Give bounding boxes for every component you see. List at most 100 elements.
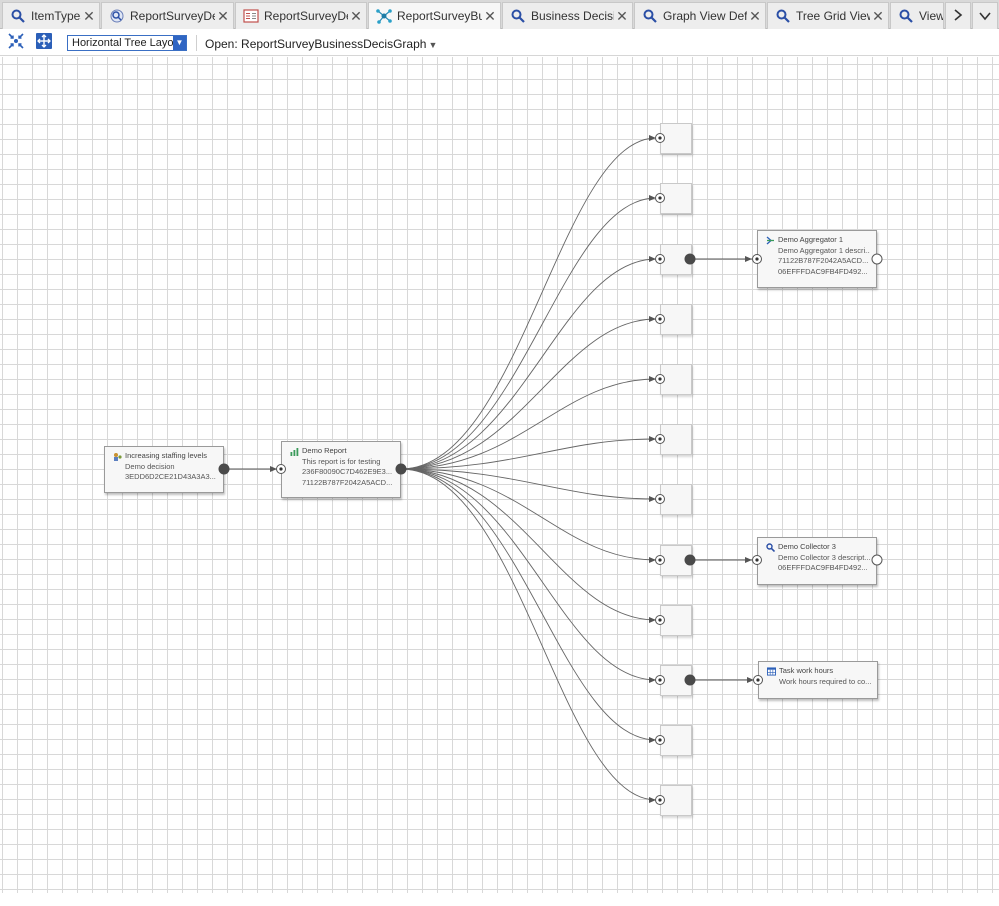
node-aggregator[interactable]: Demo Aggregator 1 Demo Aggregator 1 desc…: [757, 230, 877, 288]
close-icon[interactable]: ✕: [83, 7, 95, 24]
node-title: Demo Report: [302, 446, 347, 455]
node-title: Demo Aggregator 1: [778, 235, 844, 244]
node-id: 3EDD6D2CE21D43A3A3...: [125, 472, 216, 481]
tab-label: ReportSurveyDe...: [130, 9, 215, 23]
leaf-node[interactable]: [660, 725, 692, 756]
tab-business-decisions[interactable]: Business Decisi... ✕: [502, 2, 633, 29]
node-title-row: Demo Collector 3: [766, 542, 870, 553]
node-title-row: Increasing staffing levels: [113, 451, 217, 462]
tab-reportsurvey-graph[interactable]: ReportSurveyBu... ✕: [368, 2, 501, 29]
edge-report-leaf-1: [400, 135, 657, 470]
graph-canvas[interactable]: Increasing staffing levels Demo decision…: [0, 57, 999, 893]
close-icon[interactable]: ✕: [217, 7, 229, 24]
node-id: 06EFFFDAC9FB4FD492...: [778, 563, 868, 572]
edge-report-leaf-7: [400, 468, 657, 502]
edge-report-leaf-9: [400, 468, 657, 623]
report-chart-icon: [290, 447, 299, 456]
leaf-node[interactable]: [660, 484, 692, 515]
tab-bar: ItemTypes ✕ ReportSurveyDe... ✕ ReportSu…: [0, 0, 999, 29]
fit-to-screen-button[interactable]: [34, 32, 54, 55]
node-id-2: 06EFFFDAC9FB4FD492...: [778, 266, 868, 276]
node-description: Work hours required to co...: [779, 676, 871, 686]
output-port[interactable]: [684, 554, 696, 566]
tab-reportsurvey-2[interactable]: ReportSurveyDe... ✕: [235, 2, 367, 29]
decision-icon: [113, 452, 122, 461]
node-title-row: Task work hours: [767, 666, 871, 677]
dropdown-arrow-icon[interactable]: ▼: [173, 36, 186, 50]
graph-icon: [375, 7, 393, 25]
node-title-row: Demo Aggregator 1: [766, 235, 870, 246]
search-icon: [766, 543, 775, 552]
aggregator-icon: [766, 236, 775, 245]
collapse-arrows-icon: [7, 32, 25, 55]
output-port[interactable]: [395, 463, 407, 475]
chevron-down-icon: [979, 8, 991, 24]
edge-report-leaf-8: [400, 468, 657, 563]
layout-select-value: Horizontal Tree Layout: [72, 37, 183, 49]
node-id: 71122B787F2042A5ACD...: [778, 256, 869, 265]
close-icon[interactable]: ✕: [616, 7, 628, 24]
search-icon: [9, 7, 27, 25]
tab-label: ItemTypes: [31, 9, 81, 23]
edge-report-leaf-3: [400, 256, 657, 470]
tab-itemtypes[interactable]: ItemTypes ✕: [2, 2, 100, 29]
tab-scroll-right-button[interactable]: [945, 2, 971, 29]
grid-icon: [767, 667, 776, 676]
search-icon: [774, 7, 792, 25]
node-collector[interactable]: Demo Collector 3 Demo Collector 3 descri…: [757, 537, 877, 585]
open-graph-menu[interactable]: Open: ReportSurveyBusinessDecisGraph▼: [205, 37, 437, 51]
node-title-row: Demo Report: [290, 446, 394, 457]
output-port-empty[interactable]: [871, 253, 883, 265]
tab-label: Graph View Defi...: [663, 9, 747, 23]
node-report[interactable]: Demo Report This report is for testing 2…: [281, 441, 401, 498]
edge-report-leaf-10: [400, 468, 657, 683]
close-icon[interactable]: ✕: [484, 7, 496, 24]
tab-label: ReportSurveyBu...: [397, 9, 482, 23]
tab-label: ReportSurveyDe...: [264, 9, 348, 23]
input-ports: [276, 133, 763, 805]
search-icon: [897, 7, 915, 25]
edges-report-leaves: [400, 135, 657, 803]
tab-view[interactable]: View (: [890, 2, 944, 29]
node-description: Demo Collector 3 descript...: [778, 552, 870, 562]
leaf-node[interactable]: [660, 304, 692, 335]
leaf-node[interactable]: [660, 123, 692, 154]
graph-toolbar: Horizontal Tree Layout ▼ Open: ReportSur…: [0, 29, 999, 56]
output-port[interactable]: [684, 674, 696, 686]
search-icon: [641, 7, 659, 25]
open-graph-label: Open: ReportSurveyBusinessDecisGraph: [205, 37, 427, 51]
close-icon[interactable]: ✕: [872, 7, 884, 24]
output-port[interactable]: [684, 253, 696, 265]
tab-label: Business Decisi...: [531, 9, 614, 23]
close-icon[interactable]: ✕: [749, 7, 761, 24]
node-title: Increasing staffing levels: [125, 451, 207, 460]
search-icon: [509, 7, 527, 25]
fit-screen-icon: [35, 32, 53, 55]
node-description: Demo Aggregator 1 descri...: [778, 245, 870, 255]
tab-label: Tree Grid Views: [796, 9, 870, 23]
node-id-2: 71122B787F2042A5ACD...: [302, 477, 393, 487]
output-port[interactable]: [218, 463, 230, 475]
graph-ports: [218, 133, 883, 805]
tab-graph-view-definitions[interactable]: Graph View Defi... ✕: [634, 2, 766, 29]
form-icon: [242, 7, 260, 25]
node-title: Demo Collector 3: [778, 542, 836, 551]
node-decision[interactable]: Increasing staffing levels Demo decision…: [104, 446, 224, 493]
caret-down-icon: ▼: [428, 40, 438, 50]
tab-list-dropdown-button[interactable]: [972, 2, 998, 29]
leaf-node[interactable]: [660, 605, 692, 636]
node-id: 236F80090C7D462E9E3...: [302, 467, 393, 476]
graph-edges: [224, 135, 754, 803]
edge-report-leaf-12: [400, 468, 657, 803]
center-graph-button[interactable]: [6, 32, 26, 55]
layout-select[interactable]: Horizontal Tree Layout ▼: [67, 35, 187, 51]
output-port-empty[interactable]: [871, 554, 883, 566]
node-description: This report is for testing: [302, 456, 381, 466]
edge-report-leaf-11: [400, 468, 657, 743]
close-icon[interactable]: ✕: [350, 7, 362, 24]
tab-tree-grid-views[interactable]: Tree Grid Views ✕: [767, 2, 889, 29]
toolbar-divider: [196, 35, 197, 51]
edge-report-leaf-5: [400, 376, 657, 470]
tab-reportsurvey-1[interactable]: ReportSurveyDe... ✕: [101, 2, 234, 29]
edge-report-leaf-4: [400, 316, 657, 470]
